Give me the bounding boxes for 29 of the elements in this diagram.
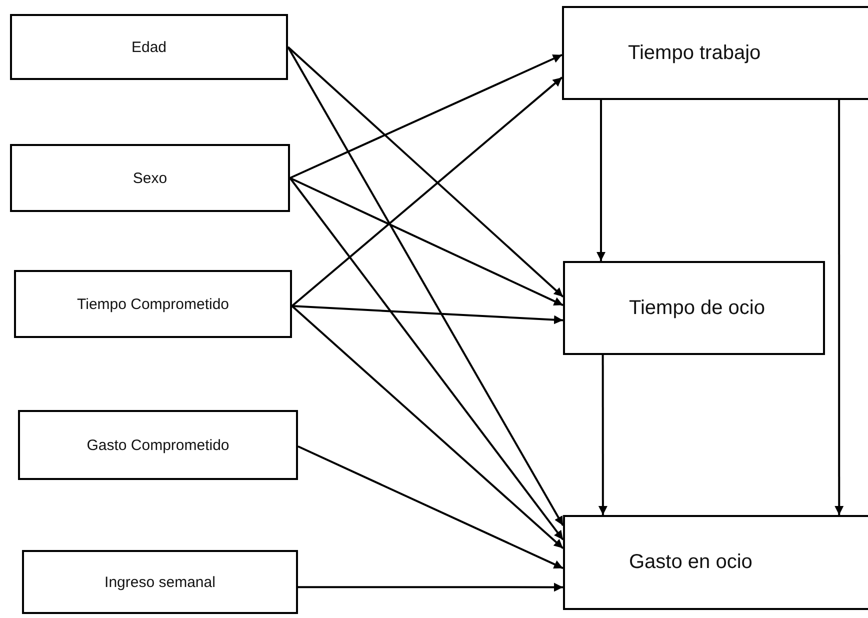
variable-label: Tiempo trabajo — [628, 42, 761, 64]
arrow — [298, 582, 563, 592]
variable-label: Ingreso semanal — [104, 574, 216, 590]
variable-box — [18, 410, 298, 480]
arrow — [290, 54, 562, 179]
variable-box — [563, 261, 825, 355]
arrow — [287, 46, 564, 526]
variable-label: Tiempo Comprometido — [77, 296, 229, 312]
arrow — [290, 177, 564, 306]
variable-box — [14, 270, 292, 338]
arrow — [298, 446, 564, 570]
variable-box — [10, 144, 290, 212]
variable-label: Sexo — [132, 170, 168, 186]
variable-label: Gasto Comprometido — [86, 436, 230, 454]
variable-label: Tiempo de ocio — [629, 296, 765, 320]
arrow — [291, 76, 563, 307]
arrow — [596, 100, 606, 261]
variable-box — [562, 6, 868, 100]
arrow — [291, 305, 564, 549]
arrow — [292, 305, 564, 324]
variable-box — [22, 550, 298, 614]
variable-label: Edad — [131, 38, 167, 56]
arrow — [598, 355, 608, 515]
arrow — [834, 100, 844, 515]
arrow — [289, 177, 564, 540]
variable-label: Gasto en ocio — [629, 551, 752, 574]
variable-box — [10, 14, 288, 80]
variable-box — [563, 515, 868, 610]
arrow — [287, 46, 564, 298]
